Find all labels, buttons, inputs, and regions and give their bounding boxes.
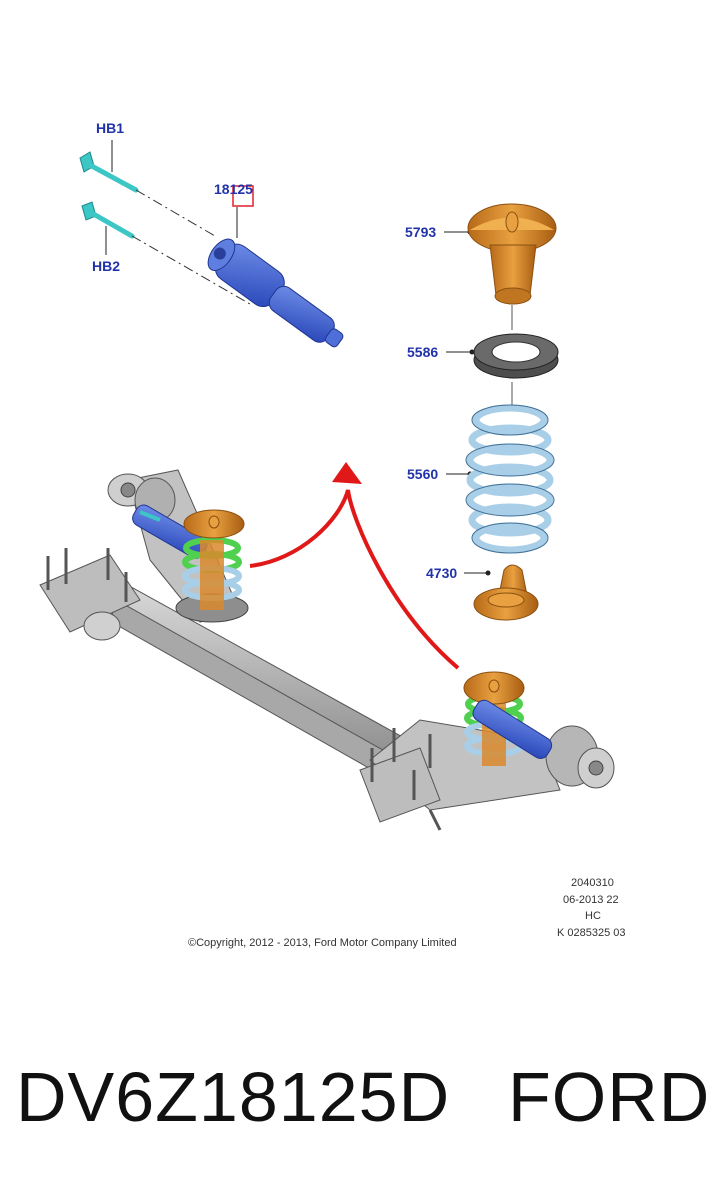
meta-date: 06-2013 22 bbox=[563, 894, 619, 906]
coil-spring bbox=[446, 404, 555, 554]
red-arrow bbox=[249, 462, 460, 670]
callout-5586: 5586 bbox=[407, 344, 439, 360]
callout-5560: 5560 bbox=[407, 466, 439, 482]
callout-hb2: HB2 bbox=[92, 258, 121, 274]
callout-hb1: HB1 bbox=[96, 120, 125, 136]
highlight-box bbox=[232, 185, 254, 207]
callout-4730: 4730 bbox=[426, 565, 458, 581]
bolt-hb2 bbox=[81, 201, 251, 305]
exploded-parts-diagram bbox=[39, 140, 615, 831]
meta-reference: K 0285325 03 bbox=[557, 927, 626, 939]
shock-absorber bbox=[207, 185, 344, 348]
lower-bump-stop bbox=[464, 564, 539, 621]
rear-axle-assembly bbox=[39, 469, 615, 831]
upper-bump-stop bbox=[444, 203, 557, 305]
brand-name: FORD bbox=[508, 1058, 708, 1136]
callout-5793: 5793 bbox=[405, 224, 437, 240]
bolt-hb1 bbox=[79, 140, 216, 237]
meta-code: HC bbox=[585, 910, 601, 922]
caption-band bbox=[0, 1000, 708, 1200]
callout-18125: 18125 bbox=[214, 181, 253, 197]
part-number: DV6Z18125D bbox=[16, 1058, 451, 1136]
copyright-notice: ©Copyright, 2012 - 2013, Ford Motor Comp… bbox=[188, 937, 457, 949]
spring-seat bbox=[446, 333, 559, 379]
meta-illustration-id: 2040310 bbox=[571, 877, 614, 889]
